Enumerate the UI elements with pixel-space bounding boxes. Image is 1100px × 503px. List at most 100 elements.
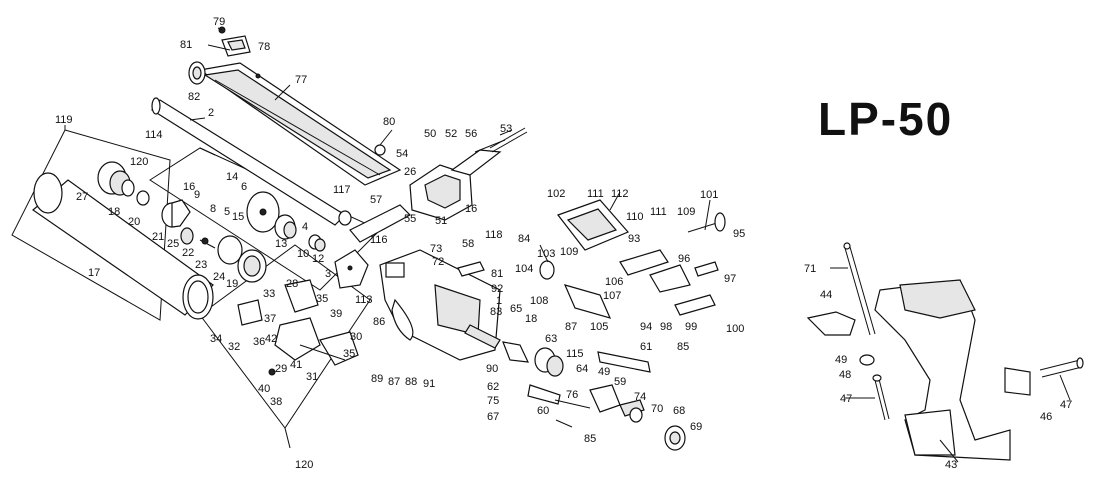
ring-18	[136, 190, 150, 206]
callout-9: 9	[194, 189, 200, 201]
leader-lines	[189, 27, 1071, 463]
callout-21: 21	[152, 231, 164, 243]
callout-16: 16	[183, 181, 195, 193]
callout-81b: 81	[491, 268, 503, 280]
callout-48: 48	[839, 369, 851, 381]
callout-81: 81	[180, 39, 192, 51]
callout-110: 110	[626, 211, 644, 223]
spring-74	[619, 399, 645, 417]
callout-26: 26	[404, 166, 416, 178]
ring-70	[629, 407, 643, 423]
callout-104: 104	[515, 263, 533, 275]
callout-80: 80	[383, 116, 395, 128]
callout-54: 54	[396, 148, 408, 160]
callout-14: 14	[226, 171, 238, 183]
callout-99: 99	[685, 321, 697, 333]
callout-20: 20	[128, 216, 140, 228]
part-63	[534, 347, 564, 377]
part-48	[859, 354, 875, 366]
callout-90: 90	[486, 363, 498, 375]
callout-67: 67	[487, 411, 499, 423]
callout-2: 2	[208, 107, 214, 119]
callout-50: 50	[424, 128, 436, 140]
part-20	[161, 199, 191, 228]
callout-63: 63	[545, 333, 557, 345]
callout-6: 6	[241, 181, 247, 193]
callout-96: 96	[678, 253, 690, 265]
callout-85: 85	[584, 433, 596, 445]
callout-97: 97	[724, 273, 736, 285]
callout-36: 36	[253, 336, 265, 348]
sight-102	[557, 199, 630, 251]
callout-77: 77	[295, 74, 307, 86]
callout-18: 18	[108, 206, 120, 218]
callout-24: 24	[213, 271, 225, 283]
callout-23: 23	[195, 259, 207, 271]
part-99	[674, 294, 716, 316]
part-97	[694, 261, 719, 277]
callout-39: 39	[330, 308, 342, 320]
callout-22: 22	[182, 247, 194, 259]
callout-55: 55	[404, 213, 416, 225]
callout-29: 29	[275, 363, 287, 375]
callout-101: 101	[700, 189, 718, 201]
callout-41: 41	[290, 359, 302, 371]
screw-80	[374, 144, 386, 156]
callout-32: 32	[228, 341, 240, 353]
callout-73: 73	[430, 243, 442, 255]
callout-59: 59	[614, 376, 626, 388]
callout-34: 34	[210, 333, 222, 345]
wheel-24	[237, 249, 267, 283]
callout-108: 108	[530, 295, 548, 307]
part-71	[843, 242, 876, 336]
callout-87b: 87	[565, 321, 577, 333]
cap-27	[97, 161, 135, 197]
callout-52: 52	[445, 128, 457, 140]
callout-61: 61	[640, 341, 652, 353]
callout-76: 76	[566, 389, 578, 401]
callout-71: 71	[804, 263, 816, 275]
callout-44: 44	[820, 289, 832, 301]
callout-42: 42	[265, 333, 277, 345]
callout-103: 103	[537, 248, 555, 260]
part-85	[555, 419, 573, 428]
callout-53: 53	[500, 123, 512, 135]
callout-40: 40	[258, 383, 270, 395]
group-outline-119	[11, 129, 171, 321]
callout-92: 92	[491, 283, 503, 295]
callout-47: 47	[840, 393, 852, 405]
callout-82: 82	[188, 91, 200, 103]
lever-61	[597, 351, 651, 373]
part-96	[649, 264, 691, 293]
callout-112: 112	[611, 188, 629, 200]
callout-3: 3	[325, 268, 331, 280]
callout-111b: 111	[650, 206, 667, 218]
ring-23	[217, 235, 243, 265]
callout-17: 17	[88, 267, 100, 279]
callout-98: 98	[660, 321, 672, 333]
callout-94: 94	[640, 321, 652, 333]
rod-53	[489, 127, 528, 153]
callout-47b: 47	[1060, 399, 1072, 411]
receiver-77	[198, 62, 402, 186]
callout-70: 70	[651, 403, 663, 415]
callout-19: 19	[226, 278, 238, 290]
callout-28: 28	[286, 278, 298, 290]
breech-50	[409, 164, 473, 221]
callout-27: 27	[76, 191, 88, 203]
diagram-title: LP-50	[818, 93, 954, 145]
part-101	[687, 212, 726, 233]
callout-86: 86	[373, 316, 385, 328]
callout-38: 38	[270, 396, 282, 408]
bolt-47b	[1039, 357, 1084, 378]
callout-33: 33	[263, 288, 275, 300]
part-65	[502, 341, 529, 363]
callout-49b: 49	[835, 354, 847, 366]
part-58	[457, 261, 485, 277]
callout-107: 107	[603, 290, 621, 302]
callout-37: 37	[264, 313, 276, 325]
spring-21	[180, 227, 194, 245]
callout-105: 105	[590, 321, 608, 333]
callout-1: 1	[496, 295, 502, 307]
